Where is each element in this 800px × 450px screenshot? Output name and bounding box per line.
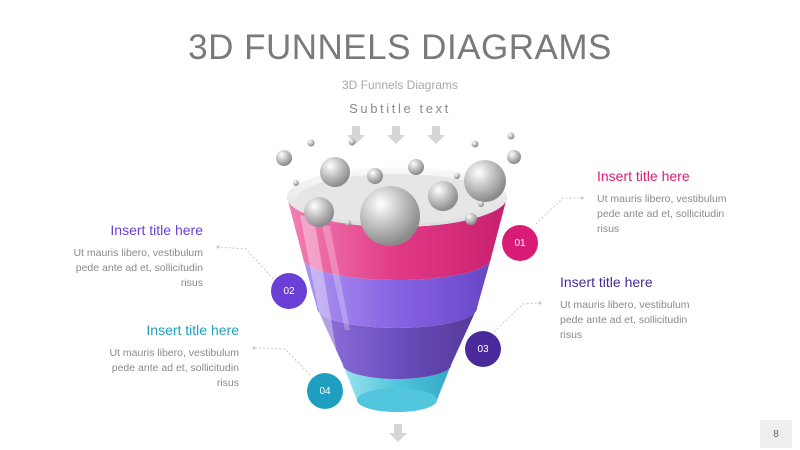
item-02-body-line: pede ante ad et, sollicitudin <box>75 262 203 274</box>
badge-04: 04 <box>307 373 343 409</box>
item-01-body-line: Ut mauris libero, vestibulum <box>597 193 727 205</box>
page-title: 3D FUNNELS DIAGRAMS <box>188 28 612 67</box>
input-arrows <box>347 126 445 144</box>
funnel-band-02 <box>303 258 491 328</box>
item-02-body-line: risus <box>180 277 203 289</box>
arrow-down-icon <box>427 126 445 144</box>
arrow-down-icon <box>389 424 407 442</box>
item-04-body: Ut mauris libero, vestibulum pede ante a… <box>79 346 239 391</box>
funnel-band-03 <box>317 308 477 379</box>
item-01-body: Ut mauris libero, vestibulum pede ante a… <box>597 192 757 237</box>
item-03-title: Insert title here <box>560 274 653 290</box>
item-01-body-line: pede ante ad et, sollicitudin <box>597 208 725 220</box>
connector-lines <box>217 197 582 376</box>
item-03-body: Ut mauris libero, vestibulum pede ante a… <box>560 298 720 343</box>
item-03-body-line: pede ante ad et, sollicitudin <box>560 314 688 326</box>
item-03-body-line: risus <box>560 329 583 341</box>
item-02-title: Insert title here <box>110 222 203 238</box>
funnel-band-04 <box>343 365 451 412</box>
item-02-body: Ut mauris libero, vestibulum pede ante a… <box>43 246 203 291</box>
item-01-body-line: risus <box>597 223 620 235</box>
subtitle-text: Subtitle text <box>349 101 451 116</box>
bubbles <box>276 132 521 246</box>
item-04-body-line: Ut mauris libero, vestibulum <box>109 347 239 359</box>
item-04-title: Insert title here <box>146 322 239 338</box>
item-04-body-line: risus <box>216 377 239 389</box>
page-number: 8 <box>760 420 792 448</box>
item-02-body-line: Ut mauris libero, vestibulum <box>73 247 203 259</box>
item-04-body-line: pede ante ad et, sollicitudin <box>111 362 239 374</box>
page-subtitle: 3D Funnels Diagrams <box>341 78 459 92</box>
arrow-down-icon <box>387 126 405 144</box>
item-01-title: Insert title here <box>597 168 690 184</box>
badge-01: 01 <box>502 225 538 261</box>
item-03-body-line: Ut mauris libero, vestibulum <box>560 299 690 311</box>
badge-03: 03 <box>465 331 501 367</box>
badge-02: 02 <box>271 273 307 309</box>
